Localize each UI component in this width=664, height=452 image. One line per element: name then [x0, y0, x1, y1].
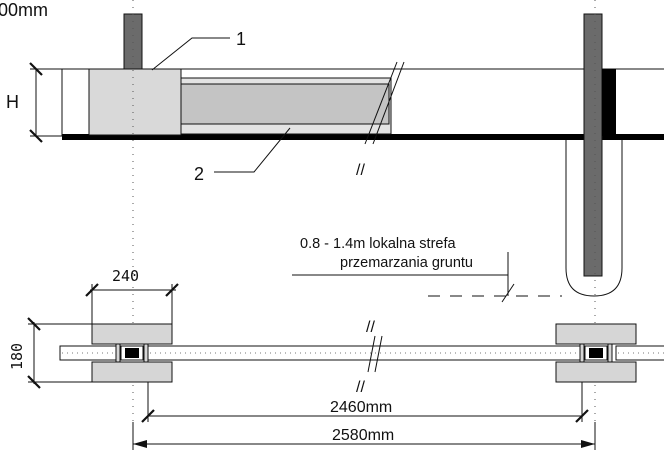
plan-break-1	[367, 335, 376, 373]
dim-240-tick-left	[85, 283, 99, 297]
frost-line-text-1: 0.8 - 1.4m lokalna strefa	[300, 236, 456, 252]
callout-2-leader	[214, 127, 291, 173]
panel-break-1	[364, 61, 398, 145]
left-block-bottom	[91, 361, 173, 383]
frost-line-text-2: przemarzania gruntu	[340, 255, 473, 271]
right-block-top	[555, 323, 637, 345]
top-dimension-label: 00mm	[0, 0, 48, 20]
elevation-view: H // 1 2 00mm	[0, 0, 664, 297]
dim-2460-tick-right	[575, 409, 589, 423]
callout-2: 2	[194, 164, 204, 184]
plan-break-2	[374, 335, 383, 373]
dim-2580-arrow-right	[581, 440, 595, 448]
dim-240-tick-right	[165, 283, 179, 297]
dim-180-tick-top	[27, 317, 41, 331]
dim-180-label: 180	[8, 343, 26, 370]
dim-2460-tick-left	[141, 409, 155, 423]
right-block-web-right	[607, 343, 613, 363]
break-mark-top: //	[356, 162, 365, 179]
left-block-web-left	[115, 343, 121, 363]
left-block-web-right	[143, 343, 149, 363]
dim-2580-arrow-left	[133, 440, 147, 448]
dim-2580-label: 2580mm	[332, 427, 394, 444]
right-footing	[565, 140, 623, 297]
right-block-web-left	[579, 343, 585, 363]
frost-line-annotation: 0.8 - 1.4m lokalna strefa przemarzania g…	[292, 236, 562, 303]
right-post-black-band	[602, 69, 616, 136]
ground-line	[62, 134, 664, 140]
break-mark-plan-top: //	[366, 319, 375, 336]
dim-180-tick-bottom	[27, 375, 41, 389]
callout-1: 1	[236, 29, 246, 49]
cap-block	[88, 68, 182, 136]
right-post	[583, 13, 603, 277]
filler-panel-inner	[180, 83, 390, 125]
panel-break-2	[372, 61, 405, 145]
h-symbol: H	[6, 92, 19, 112]
callout-1-leader	[151, 37, 230, 71]
plan-view: // // 240 180 2460mm 2580mm	[8, 267, 664, 450]
break-mark-plan-bottom: //	[356, 379, 365, 396]
right-block-bottom	[555, 361, 637, 383]
panel-strip-right-stub	[615, 345, 664, 361]
left-post-core	[125, 348, 139, 358]
dim-240-label: 240	[112, 267, 139, 285]
dim-2460-label: 2460mm	[330, 399, 392, 416]
frost-leader-slash	[501, 283, 515, 303]
right-post-core	[589, 348, 603, 358]
left-block-top	[91, 323, 173, 345]
